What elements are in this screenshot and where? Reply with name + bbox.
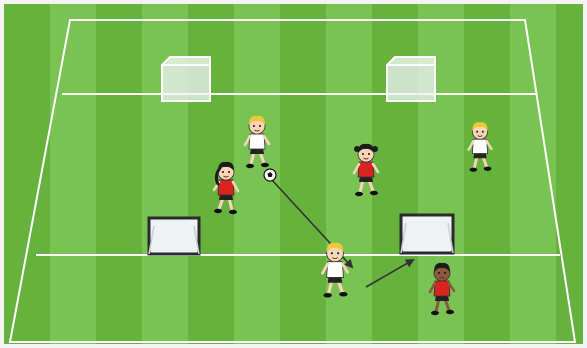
goal-mid-left	[149, 218, 199, 254]
grass-stripe	[372, 4, 418, 344]
grass-stripe	[280, 4, 326, 344]
grass-stripe	[464, 4, 510, 344]
goal-mid-right	[401, 215, 453, 253]
goal-top-right	[387, 57, 435, 101]
grass-stripe	[556, 4, 583, 344]
soccer-ball-icon	[264, 169, 276, 181]
goal-top-left	[162, 57, 210, 101]
grass-stripe	[4, 4, 50, 344]
grass-stripe	[96, 4, 142, 344]
